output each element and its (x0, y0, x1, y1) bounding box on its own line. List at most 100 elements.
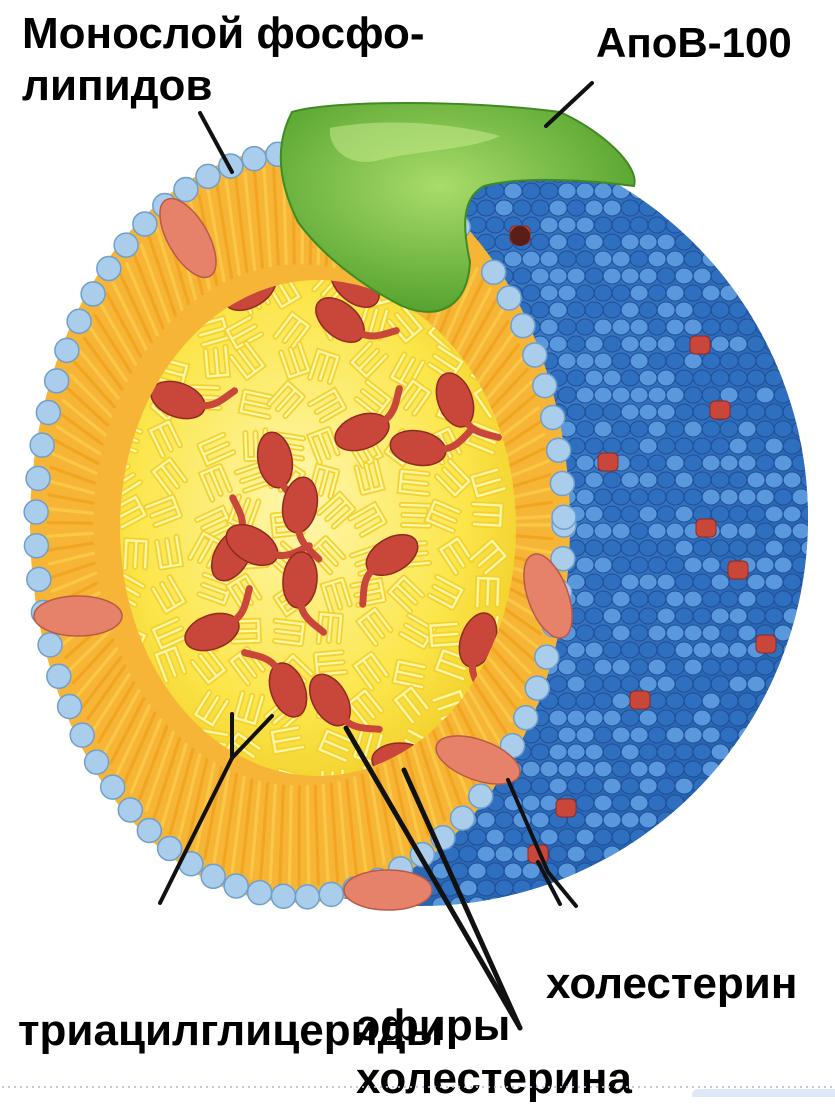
surface-head (603, 200, 621, 216)
surface-head (657, 200, 675, 216)
surface-head (630, 659, 648, 675)
surface-head (549, 846, 567, 862)
surface-head (729, 472, 747, 488)
surface-head (603, 608, 621, 624)
surface-head (594, 557, 612, 573)
surface-head (585, 302, 603, 318)
surface-head (630, 591, 648, 607)
surface-head (711, 812, 729, 828)
surface-head (684, 183, 702, 199)
surface-head (792, 761, 810, 777)
surface-head (576, 251, 594, 267)
surface-head (774, 625, 792, 641)
surface-head (801, 608, 819, 624)
surface-head (738, 489, 756, 505)
surface-head (558, 863, 576, 879)
surface-head (783, 642, 801, 658)
surface-head (648, 829, 666, 845)
surface-head (657, 744, 675, 760)
head (133, 212, 157, 236)
surface-head (666, 217, 684, 233)
surface-head (792, 863, 810, 879)
surface-head (585, 846, 603, 862)
surface-head (693, 676, 711, 692)
surface-head (495, 200, 513, 216)
surface-head (504, 251, 522, 267)
surface-head (783, 438, 801, 454)
head (319, 882, 343, 906)
surface-head (765, 812, 783, 828)
surface-head (585, 710, 603, 726)
surface-head (540, 251, 558, 267)
surface-head (630, 523, 648, 539)
surface-head (792, 387, 810, 403)
surface-head (630, 217, 648, 233)
surface-head (729, 642, 747, 658)
surface-head (711, 540, 729, 556)
head (27, 567, 51, 591)
surface-head (792, 829, 810, 845)
surface-head (720, 455, 738, 471)
surface-head (549, 268, 567, 284)
surface-head (756, 285, 774, 301)
surface-head (684, 319, 702, 335)
head (38, 633, 62, 657)
surface-head (675, 778, 693, 794)
surface-head (567, 234, 585, 250)
surface-head (729, 744, 747, 760)
surface-head (783, 166, 801, 182)
surface-head (774, 489, 792, 505)
surface-head (594, 625, 612, 641)
surface-head (639, 846, 657, 862)
surface-head (801, 302, 819, 318)
surface-head (684, 557, 702, 573)
surface-head (639, 268, 657, 284)
surface-head (810, 761, 828, 777)
head (552, 505, 576, 529)
surface-head (585, 676, 603, 692)
head (85, 750, 109, 774)
surface-head (612, 557, 630, 573)
surface-head (765, 710, 783, 726)
surface-head (684, 149, 702, 165)
surface-head (648, 217, 666, 233)
surface-head (675, 132, 693, 148)
head (24, 534, 48, 558)
surface-head (576, 183, 594, 199)
surface-head (657, 370, 675, 386)
surface-head (711, 608, 729, 624)
surface-head (648, 625, 666, 641)
surface-head (603, 642, 621, 658)
slide-tab (692, 1089, 835, 1097)
surface-head (630, 251, 648, 267)
surface-head (630, 795, 648, 811)
surface-head (702, 251, 720, 267)
surface-head (729, 880, 747, 896)
surface-head (738, 897, 756, 913)
surface-head (594, 659, 612, 675)
label-cholesterol-esters: эфиры холестерина (356, 1000, 632, 1106)
surface-head (783, 234, 801, 250)
surface-head (684, 217, 702, 233)
surface-head (540, 319, 558, 335)
surface-head (747, 302, 765, 318)
surface-head (774, 863, 792, 879)
surface-head (540, 727, 558, 743)
surface-head (666, 727, 684, 743)
surface-head (639, 880, 657, 896)
surface-head (774, 795, 792, 811)
surface-head (684, 829, 702, 845)
surface-head (792, 897, 810, 913)
surface-head (711, 166, 729, 182)
surface-head (756, 455, 774, 471)
surface-head (792, 591, 810, 607)
surface-cholesterol-dark (510, 226, 530, 246)
surface-head (738, 353, 756, 369)
surface-head (675, 540, 693, 556)
surface-head (738, 591, 756, 607)
surface-head (711, 234, 729, 250)
surface-head (792, 659, 810, 675)
surface-head (612, 353, 630, 369)
surface-head (792, 489, 810, 505)
surface-head (666, 421, 684, 437)
